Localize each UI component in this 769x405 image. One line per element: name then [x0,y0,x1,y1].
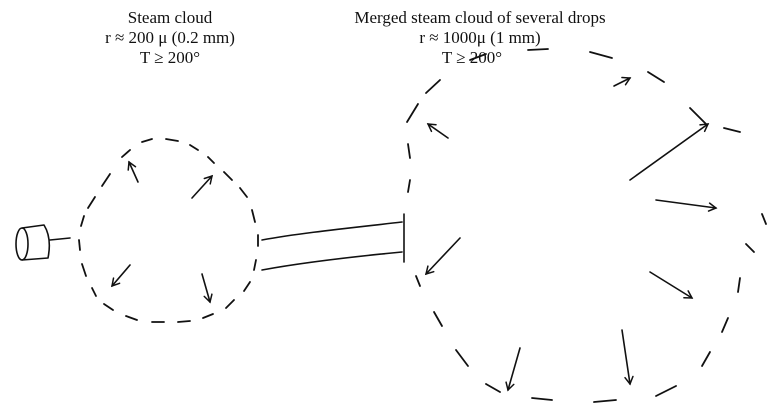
arrow-icon [505,347,521,392]
merged-cloud-arrows [424,76,718,392]
small-cloud-title: Steam cloud [127,8,213,27]
merged-cloud-temperature: T ≥ 200° [441,48,503,67]
arrow-icon [191,174,214,199]
merged-steam-cloud [406,48,767,403]
small-cloud-label: Steam cloud r ≈ 200 μ (0.2 mm) T ≥ 200° [70,8,270,68]
arrow-icon [111,264,131,288]
arrow-icon [613,76,632,87]
arrow-icon [629,123,710,181]
nozzle-tube [15,224,71,261]
merged-cloud-title: Merged steam cloud of several drops [354,8,606,27]
small-steam-cloud [78,138,259,323]
small-cloud-radius: r ≈ 200 μ (0.2 mm) [105,28,235,47]
arrow-icon [655,199,718,212]
arrow-icon [649,271,694,299]
arrow-icon [426,123,449,139]
small-cloud-temperature: T ≥ 200° [139,48,201,67]
connecting-channel [261,213,405,271]
small-cloud-arrows [111,160,214,304]
arrow-icon [621,329,634,386]
merged-cloud-label: Merged steam cloud of several drops r ≈ … [330,8,630,68]
arrow-icon [424,237,461,276]
merged-cloud-radius: r ≈ 1000μ (1 mm) [419,28,541,47]
arrow-icon [201,273,213,304]
arrow-icon [127,160,139,183]
